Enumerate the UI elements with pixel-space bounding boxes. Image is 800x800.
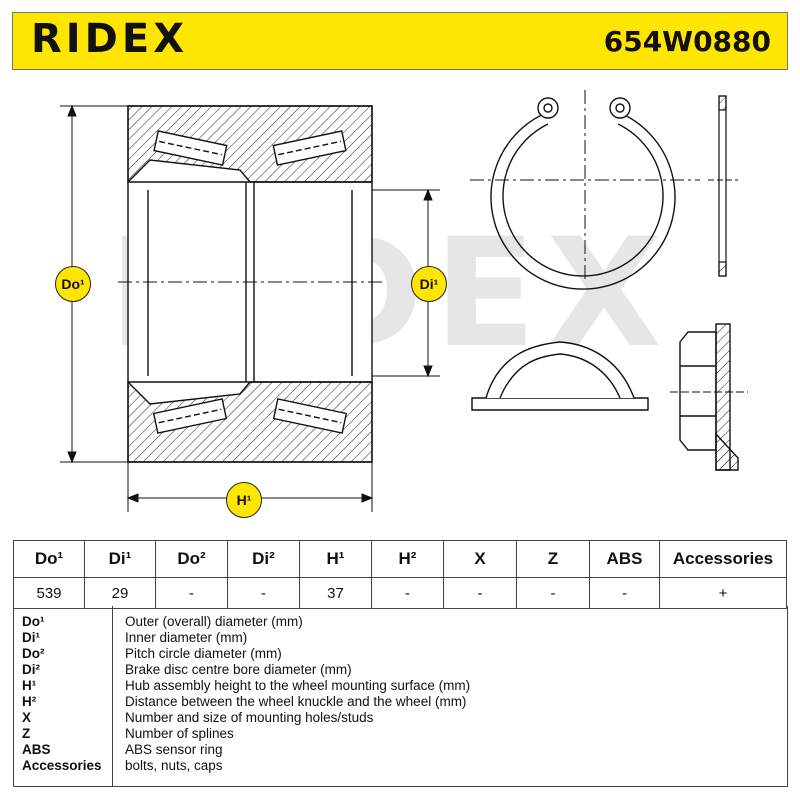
legend-row: Di² Brake disc centre bore diameter (mm) bbox=[14, 662, 787, 678]
header-h1: H¹ bbox=[299, 540, 372, 578]
value-do1: 539 bbox=[13, 577, 85, 609]
value-accessories: + bbox=[659, 577, 787, 609]
legend-text: Number of splines bbox=[125, 726, 234, 741]
legend-key: Do² bbox=[22, 646, 45, 661]
legend-text: Pitch circle diameter (mm) bbox=[125, 646, 282, 661]
legend-key: H¹ bbox=[22, 678, 37, 693]
legend-text: Hub assembly height to the wheel mountin… bbox=[125, 678, 471, 693]
legend-text: ABS sensor ring bbox=[125, 742, 223, 757]
value-abs: - bbox=[589, 577, 660, 609]
circlip-front-view bbox=[470, 90, 700, 290]
legend-key: Do¹ bbox=[22, 614, 45, 629]
legend-row: ABS ABS sensor ring bbox=[14, 742, 787, 758]
header-z: Z bbox=[516, 540, 590, 578]
legend-key: Accessories bbox=[22, 758, 102, 773]
legend-row: Do¹ Outer (overall) diameter (mm) bbox=[14, 614, 787, 630]
header-do1: Do¹ bbox=[13, 540, 85, 578]
legend: Do¹ Outer (overall) diameter (mm) Di¹ In… bbox=[13, 606, 788, 787]
legend-row: H² Distance between the wheel knuckle an… bbox=[14, 694, 787, 710]
badge-h1: H¹ bbox=[226, 482, 262, 518]
legend-key: H² bbox=[22, 694, 37, 709]
brand-logo: RIDEX bbox=[31, 16, 189, 62]
legend-row: Z Number of splines bbox=[14, 726, 787, 742]
legend-text: bolts, nuts, caps bbox=[125, 758, 223, 773]
header-accessories: Accessories bbox=[659, 540, 787, 578]
badge-di1: Di¹ bbox=[411, 266, 447, 302]
value-z: - bbox=[516, 577, 590, 609]
spec-table: Do¹ Di¹ Do² Di² H¹ H² X Z ABS Accessorie… bbox=[13, 540, 787, 609]
legend-key: ABS bbox=[22, 742, 51, 757]
header-bar: RIDEX 654W0880 bbox=[12, 12, 788, 70]
spec-header-row: Do¹ Di¹ Do² Di² H¹ H² X Z ABS Accessorie… bbox=[13, 540, 787, 578]
header-h2: H² bbox=[371, 540, 444, 578]
drawing-svg: RIDEX bbox=[60, 90, 748, 512]
bearing-section bbox=[118, 105, 382, 463]
legend-row: H¹ Hub assembly height to the wheel moun… bbox=[14, 678, 787, 694]
value-di1: 29 bbox=[84, 577, 156, 609]
legend-divider bbox=[112, 606, 113, 786]
legend-row: Di¹ Inner diameter (mm) bbox=[14, 630, 787, 646]
value-h1: 37 bbox=[299, 577, 372, 609]
hub-nut bbox=[670, 323, 748, 471]
legend-text: Outer (overall) diameter (mm) bbox=[125, 614, 303, 629]
legend-row: Do² Pitch circle diameter (mm) bbox=[14, 646, 787, 662]
value-do2: - bbox=[155, 577, 228, 609]
legend-row: Accessories bolts, nuts, caps bbox=[14, 758, 787, 774]
legend-row: X Number and size of mounting holes/stud… bbox=[14, 710, 787, 726]
badge-do1: Do¹ bbox=[55, 266, 91, 302]
header-di2: Di² bbox=[227, 540, 300, 578]
spec-value-row: 539 29 - - 37 - - - - + bbox=[13, 577, 787, 609]
legend-text: Distance between the wheel knuckle and t… bbox=[125, 694, 467, 709]
dust-cap bbox=[471, 341, 649, 411]
legend-key: Di² bbox=[22, 662, 40, 677]
legend-text: Brake disc centre bore diameter (mm) bbox=[125, 662, 352, 677]
value-x: - bbox=[443, 577, 517, 609]
legend-text: Inner diameter (mm) bbox=[125, 630, 248, 645]
value-di2: - bbox=[227, 577, 300, 609]
legend-text: Number and size of mounting holes/studs bbox=[125, 710, 374, 725]
legend-key: X bbox=[22, 710, 32, 725]
header-di1: Di¹ bbox=[84, 540, 156, 578]
header-do2: Do² bbox=[155, 540, 228, 578]
header-abs: ABS bbox=[589, 540, 660, 578]
circlip-side-view bbox=[708, 95, 738, 277]
part-number: 654W0880 bbox=[603, 25, 771, 58]
header-x: X bbox=[443, 540, 517, 578]
value-h2: - bbox=[371, 577, 444, 609]
technical-drawing: RIDEX bbox=[0, 70, 800, 540]
legend-key: Z bbox=[22, 726, 31, 741]
legend-key: Di¹ bbox=[22, 630, 40, 645]
